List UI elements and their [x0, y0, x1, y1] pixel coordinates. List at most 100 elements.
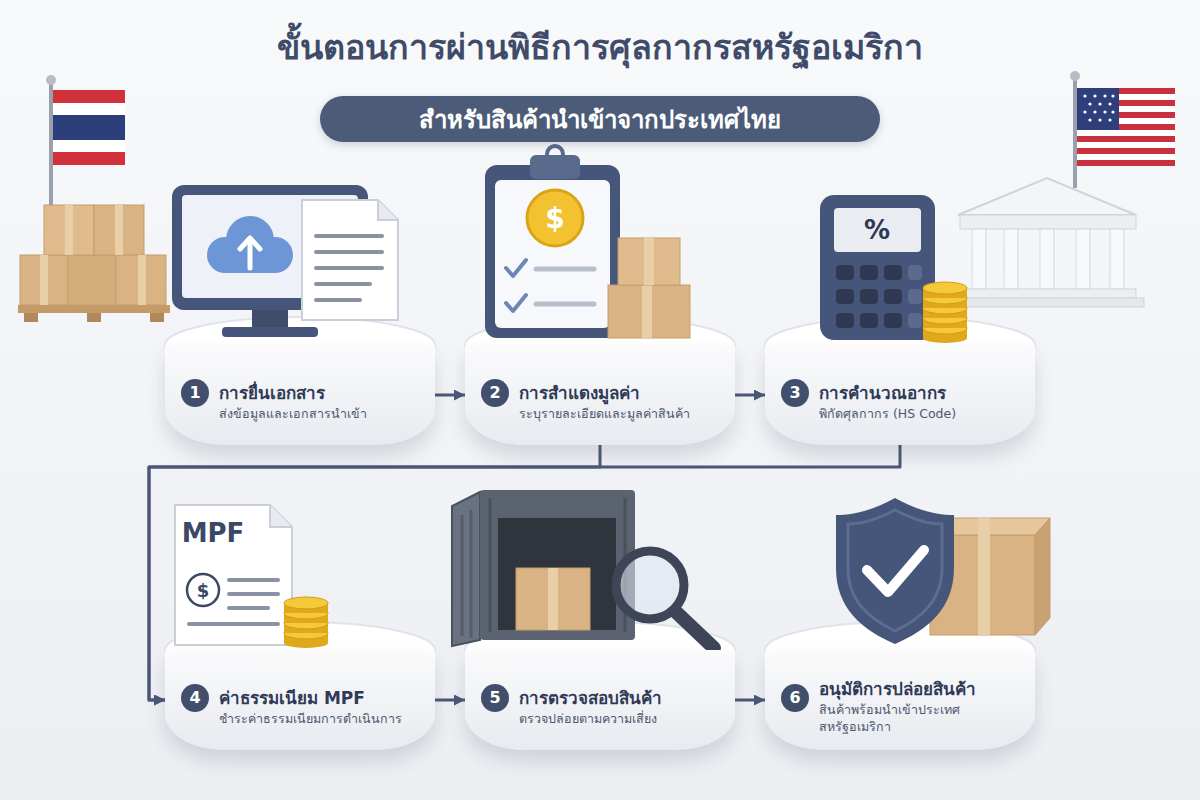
step-text: ค่าธรรมเนียม MPFชำระค่าธรรมเนียมการดำเนิ…: [219, 687, 425, 727]
us-flag: [1088, 102, 1091, 105]
icon-label: $: [545, 202, 564, 235]
fee-document-icon: [187, 574, 219, 606]
step-number: 1: [181, 379, 209, 407]
monitor-icon: [248, 240, 253, 268]
magnifier-icon: [676, 612, 714, 648]
cargo-boxes: [978, 518, 990, 635]
cargo-boxes: [18, 305, 170, 313]
clipboard-icon: [485, 165, 620, 338]
magnifier-icon: [616, 551, 714, 648]
customs-building: [1040, 229, 1054, 289]
container-icon: [489, 498, 492, 632]
calculator-icon: [884, 313, 902, 328]
clipboard-icon: [530, 155, 580, 179]
flow-arrow: [435, 394, 465, 397]
pedestal-top: [165, 317, 1035, 678]
icon-label: MPF: [182, 518, 245, 548]
document-icon: [302, 200, 398, 320]
us-flag: [1098, 102, 1101, 105]
cargo-boxes: [618, 238, 680, 285]
customs-building: [960, 215, 1136, 229]
clipboard-icon: [485, 146, 620, 338]
us-flag: [1077, 160, 1175, 166]
container-icon: [470, 510, 473, 638]
calculator-icon: [820, 195, 935, 340]
monitor-icon: [222, 327, 318, 337]
fee-document-icon: [229, 592, 278, 596]
flow-arrow: [735, 394, 765, 397]
step-title: การคำนวณอากร: [819, 382, 1025, 405]
coin-stack: [284, 597, 328, 648]
container-icon: [548, 568, 558, 630]
coin-stack: [284, 597, 328, 609]
clipboard-icon: [527, 190, 583, 246]
step-description: ส่งข้อมูลและเอกสารนำเข้า: [219, 405, 425, 423]
step-title: การยื่นเอกสาร: [219, 382, 425, 405]
us-flag: [1098, 118, 1101, 121]
thai-flag: [49, 82, 53, 207]
shield-icon: [836, 498, 954, 644]
cargo-boxes: [18, 205, 170, 322]
customs-building: [952, 298, 1144, 307]
us-flag: [1077, 88, 1119, 130]
step-title: ค่าธรรมเนียม MPF: [219, 687, 425, 710]
customs-building: [1004, 229, 1018, 289]
us-flag: [1083, 94, 1086, 97]
magnifier-icon: [616, 551, 684, 619]
us-flag: [1070, 71, 1175, 188]
step-box: 4ค่าธรรมเนียม MPFชำระค่าธรรมเนียมการดำเน…: [165, 650, 435, 750]
calculator-icon: [908, 289, 922, 304]
customs-building: [958, 178, 1136, 215]
document-icon: [316, 234, 382, 238]
cargo-boxes: [1035, 518, 1050, 635]
calculator-icon: [860, 289, 878, 304]
step-number: 2: [481, 379, 509, 407]
thai-flag: [46, 75, 125, 207]
us-flag: [1093, 110, 1096, 113]
step-text: อนุมัติการปล่อยสินค้าสินค้าพร้อมนำเข้าปร…: [819, 678, 1025, 736]
step-text: การตรวจสอบสินค้าตรวจปล่อยตามความเสี่ยง: [519, 687, 725, 727]
subtitle-text: สำหรับสินค้านำเข้าจากประเทศไทย: [419, 100, 781, 139]
us-flag: [1070, 71, 1080, 81]
document-icon: [316, 298, 360, 302]
icon-label: %: [864, 215, 890, 245]
step-number: 6: [781, 684, 809, 712]
step-text: การคำนวณอากรพิกัดศุลกากร (HS Code): [819, 382, 1025, 422]
thai-flag: [53, 90, 125, 103]
customs-building: [1076, 229, 1090, 289]
calculator-icon: [836, 265, 854, 280]
clipboard-icon: [506, 295, 526, 311]
customs-building: [952, 178, 1144, 307]
calculator-icon: [836, 313, 854, 328]
cargo-boxes: [68, 255, 116, 305]
step-box: 6 อนุมัติการปล่อยสินค้าสินค้าพร้อมนำเข้าป…: [765, 650, 1035, 750]
us-flag: [1103, 110, 1106, 113]
step-box: 5การตรวจสอบสินค้าตรวจปล่อยตามความเสี่ยง: [465, 650, 735, 750]
shield-icon: [867, 550, 924, 592]
clipboard-icon: [536, 302, 594, 307]
cargo-boxes: [44, 205, 94, 255]
step-title: การสำแดงมูลค่า: [519, 382, 725, 405]
cargo-boxes: [87, 313, 101, 322]
step-title: อนุมัติการปล่อยสินค้า: [819, 678, 1025, 701]
coin-stack: [923, 282, 967, 294]
document-icon: [378, 200, 398, 220]
calculator-icon: [860, 313, 878, 328]
flow-arrow: [735, 699, 765, 702]
fee-document-icon: [189, 622, 278, 626]
step-box: 3การคำนวณอากรพิกัดศุลกากร (HS Code): [765, 345, 1035, 445]
document-icon: [316, 282, 370, 286]
us-flag: [1093, 94, 1096, 97]
fee-document-icon: [270, 505, 292, 527]
thai-flag: [53, 115, 125, 140]
monitor-icon: [240, 238, 260, 249]
calculator-icon: [834, 208, 921, 252]
calculator-icon: [908, 265, 922, 280]
container-icon: [452, 492, 480, 646]
cargo-boxes: [644, 238, 654, 285]
document-icon: [302, 200, 398, 320]
thai-flag: [46, 75, 56, 85]
cargo-boxes: [115, 205, 123, 255]
us-flag: [1108, 118, 1111, 121]
